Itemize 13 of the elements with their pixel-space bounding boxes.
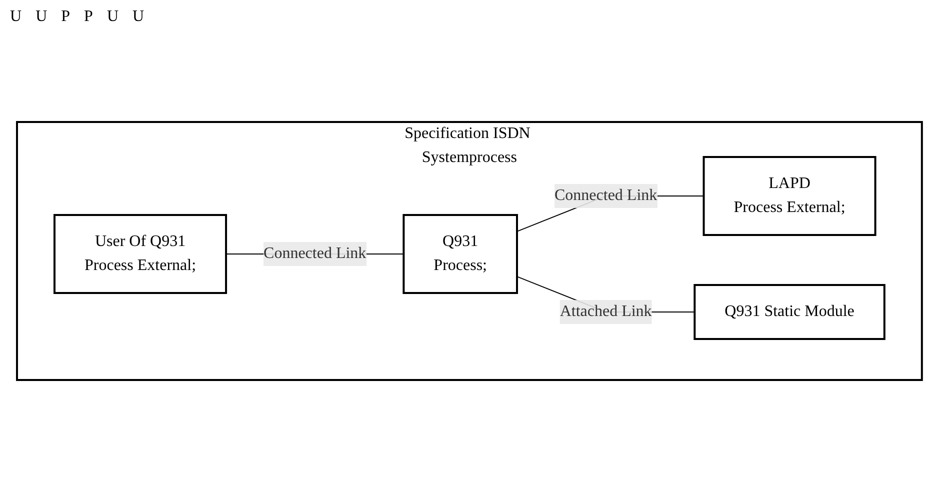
edge-label: Connected Link: [554, 187, 657, 204]
port-label: U: [106, 8, 118, 26]
port-label: P: [84, 8, 93, 26]
edge-label: Connected Link: [263, 245, 366, 262]
edge-label: Attached Link: [559, 303, 652, 320]
node-box: Q931 Static Module: [693, 284, 885, 340]
port-label: U: [36, 8, 48, 26]
node-box: LAPD Process External;: [702, 156, 876, 236]
node-box: Q931 Process;: [402, 214, 518, 294]
node-box: User Of Q931 Process External;: [53, 214, 227, 294]
port-label: U: [132, 8, 144, 26]
port-label: P: [61, 8, 70, 26]
port-label: U: [10, 8, 22, 26]
